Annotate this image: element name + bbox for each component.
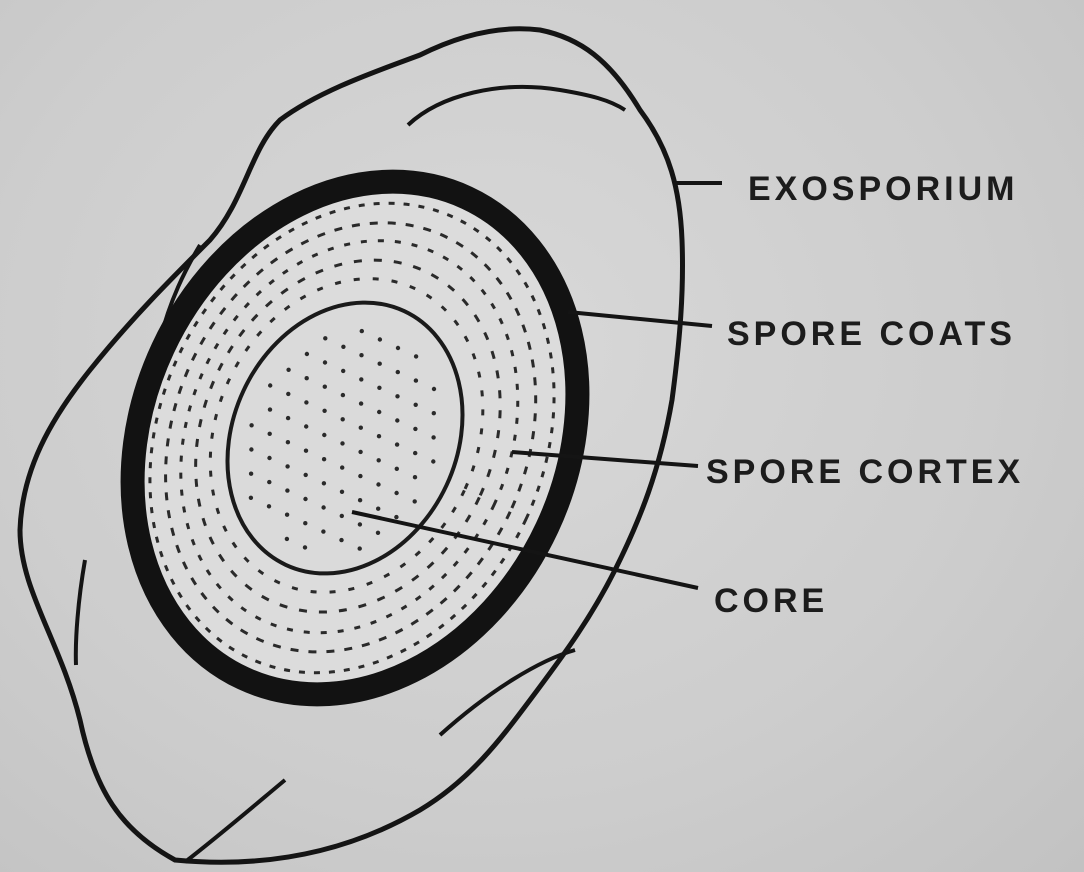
core-dot [268, 432, 272, 436]
core-dot [394, 491, 398, 495]
core-dot [414, 403, 418, 407]
core-dot [431, 459, 435, 463]
core-dot [285, 513, 289, 517]
core-dot [285, 464, 289, 468]
core-dot [341, 345, 345, 349]
core-dot [432, 387, 436, 391]
core-dot [303, 545, 307, 549]
label-spore-coats: SPORE COATS [727, 315, 1016, 353]
label-spore-cortex: SPORE CORTEX [706, 453, 1024, 491]
core-dot [394, 515, 398, 519]
core-dot [340, 441, 344, 445]
core-dot [249, 472, 253, 476]
core-dot [341, 417, 345, 421]
core-dot [285, 488, 289, 492]
core-dot [341, 369, 345, 373]
core-dot [323, 360, 327, 364]
core-dot [378, 337, 382, 341]
core-dot [303, 497, 307, 501]
core-dot [268, 407, 272, 411]
core-dot [249, 496, 253, 500]
core-dot [323, 385, 327, 389]
core-dot [268, 383, 272, 387]
core-dot [249, 447, 253, 451]
core-dot [376, 507, 380, 511]
core-dot [286, 416, 290, 420]
core-dot [432, 411, 436, 415]
core-dot [358, 498, 362, 502]
core-dot [377, 410, 381, 414]
core-dot [378, 362, 382, 366]
core-dot [414, 354, 418, 358]
core-dot [413, 475, 417, 479]
core-dot [376, 531, 380, 535]
core-dot [359, 377, 363, 381]
core-dot [286, 368, 290, 372]
core-dot [395, 394, 399, 398]
core-dot [285, 537, 289, 541]
core-dot [359, 426, 363, 430]
core-dot [376, 482, 380, 486]
core-dot [304, 400, 308, 404]
label-exosporium: EXOSPORIUM [748, 170, 1018, 208]
core-dot [341, 393, 345, 397]
core-dot [359, 353, 363, 357]
core-dot [358, 546, 362, 550]
core-dot [340, 490, 344, 494]
core-dot [305, 376, 309, 380]
core-dot [413, 499, 417, 503]
core-dot [303, 521, 307, 525]
core-dot [377, 458, 381, 462]
core-dot [321, 505, 325, 509]
core-dot [413, 451, 417, 455]
label-core: CORE [714, 582, 828, 620]
core-dot [377, 386, 381, 390]
exosporium-fold-top [408, 87, 625, 125]
core-dot [249, 423, 253, 427]
core-dot [340, 465, 344, 469]
exosporium-fold-bottom [185, 780, 285, 862]
core-dot [305, 352, 309, 356]
core-dot [377, 434, 381, 438]
core-dot [286, 392, 290, 396]
core-dot [360, 329, 364, 333]
core-dot [358, 474, 362, 478]
core-dot [321, 529, 325, 533]
core-dot [396, 346, 400, 350]
core-dot [322, 433, 326, 437]
core-dot [359, 401, 363, 405]
core-dot [304, 424, 308, 428]
core-dot [267, 504, 271, 508]
core-dot [322, 457, 326, 461]
core-dot [339, 538, 343, 542]
core-dot [414, 378, 418, 382]
core-dot [286, 440, 290, 444]
core-dot [304, 473, 308, 477]
core-dot [322, 409, 326, 413]
core-dot [395, 442, 399, 446]
core-dot [396, 370, 400, 374]
core-dot [323, 336, 327, 340]
core-dot [322, 481, 326, 485]
exosporium-fold-lower-left [76, 560, 85, 665]
core-dot [304, 449, 308, 453]
core-dot [395, 467, 399, 471]
core-dot [413, 427, 417, 431]
core-dot [358, 450, 362, 454]
core-dot [267, 456, 271, 460]
core-dot [358, 522, 362, 526]
core-dot [340, 514, 344, 518]
core-dot [267, 480, 271, 484]
leader-line-spore-coats [568, 312, 712, 326]
core-dot [431, 435, 435, 439]
core-dot [395, 418, 399, 422]
